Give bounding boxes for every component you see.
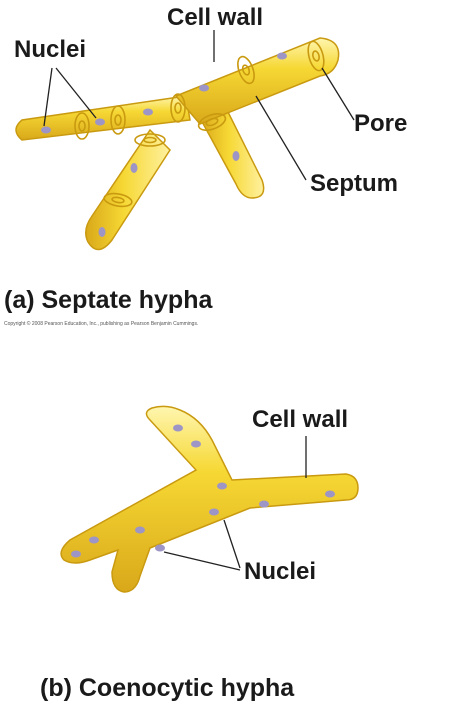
leader-line xyxy=(55,67,97,119)
nucleus xyxy=(325,490,335,498)
nucleus xyxy=(155,544,165,552)
nucleus xyxy=(41,126,51,134)
nucleus xyxy=(71,550,81,558)
hypha-branch-lower-left xyxy=(85,128,171,251)
coenocytic-hypha xyxy=(60,405,359,593)
septum-ring xyxy=(197,113,227,131)
septum-ring xyxy=(134,133,166,147)
hypha-branch-lower-right xyxy=(198,107,265,199)
nucleus xyxy=(98,227,106,237)
septa xyxy=(74,40,325,208)
leader-line xyxy=(321,67,355,121)
nucleus xyxy=(232,151,240,161)
nucleus xyxy=(95,118,105,126)
leader-line xyxy=(223,519,241,569)
septum-ring xyxy=(143,136,157,144)
nucleus xyxy=(89,536,99,544)
septum-ring xyxy=(114,114,122,126)
septum-ring xyxy=(174,102,182,114)
nucleus xyxy=(199,84,209,92)
label-nuclei-a: Nuclei xyxy=(14,36,87,63)
nucleus xyxy=(135,526,145,534)
septum-ring xyxy=(241,64,251,76)
septum-ring xyxy=(205,117,219,127)
leader-line xyxy=(255,95,307,181)
label-nuclei-b: Nuclei xyxy=(244,558,317,585)
hypha-main-left xyxy=(15,95,191,141)
septum-ring xyxy=(74,112,90,140)
leader-lines-b xyxy=(163,436,307,571)
caption-coenocytic: (b) Coenocytic hypha xyxy=(40,674,295,702)
septum-ring xyxy=(110,105,126,135)
nucleus xyxy=(173,424,183,432)
septum-ring xyxy=(170,93,186,123)
label-cell-wall-a: Cell wall xyxy=(167,4,264,31)
leader-lines-a xyxy=(43,30,355,181)
caption-septate: (a) Septate hypha xyxy=(4,286,213,314)
septum-ring xyxy=(103,192,133,208)
leader-line xyxy=(43,67,53,127)
nucleus xyxy=(130,163,138,173)
hypha-main-right xyxy=(174,37,340,125)
nuclei-a xyxy=(41,52,287,237)
septum-ring xyxy=(111,196,125,204)
septum-ring xyxy=(307,40,325,72)
septum-ring xyxy=(78,120,86,132)
copyright-text: Copyright © 2008 Pearson Education, Inc.… xyxy=(4,321,199,327)
nucleus xyxy=(217,482,227,490)
nucleus xyxy=(259,500,269,508)
label-pore: Pore xyxy=(354,110,408,137)
septum-ring xyxy=(312,50,320,62)
nuclei-b xyxy=(71,424,335,558)
label-cell-wall-b: Cell wall xyxy=(252,406,349,433)
nucleus xyxy=(277,52,287,60)
leader-line xyxy=(163,551,241,571)
septum-ring xyxy=(237,55,255,85)
nucleus xyxy=(191,440,201,448)
nucleus xyxy=(143,108,153,116)
hypha-body-b xyxy=(60,405,359,593)
label-septum: Septum xyxy=(310,170,399,197)
nucleus xyxy=(209,508,219,516)
septate-hypha xyxy=(15,30,355,251)
